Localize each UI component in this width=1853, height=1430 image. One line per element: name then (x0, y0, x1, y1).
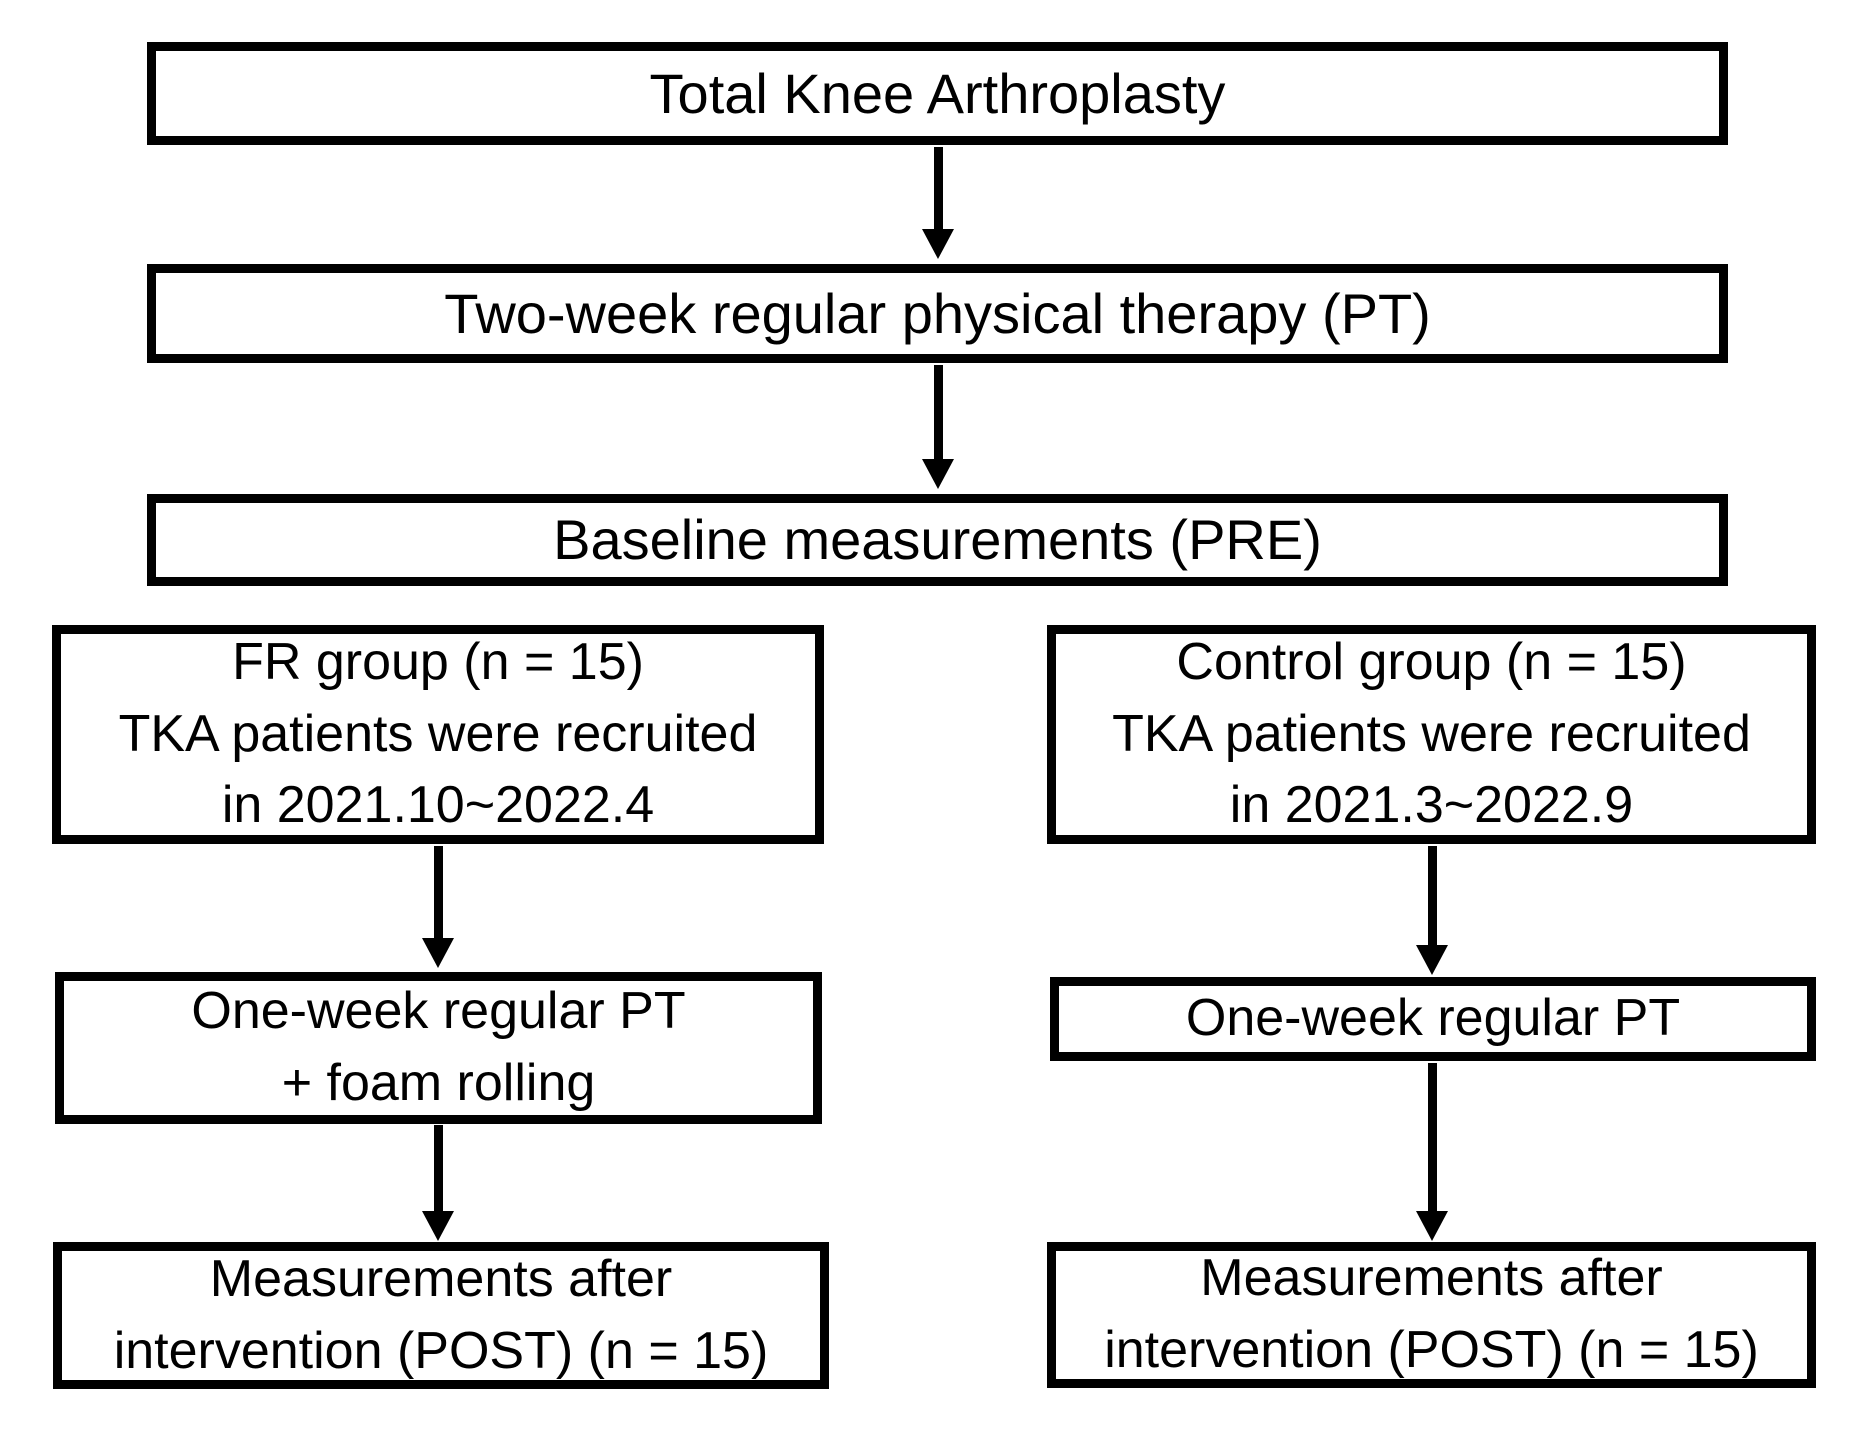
node-fr-intervention: One-week regular PT + foam rolling (55, 972, 822, 1124)
arrow-shaft (933, 147, 943, 229)
arrow-head (922, 459, 954, 489)
node-fr-post-measurements: Measurements after intervention (POST) (… (53, 1242, 829, 1389)
node-control-group: Control group (n = 15) TKA patients were… (1047, 625, 1816, 844)
arrow-shaft (1427, 1063, 1437, 1211)
node-label: in 2021.10~2022.4 (221, 776, 655, 835)
node-label: + foam rolling (281, 1054, 596, 1112)
arrow-head (1416, 945, 1448, 975)
node-label: Two-week regular physical therapy (PT) (444, 281, 1431, 345)
arrow-shaft (433, 846, 443, 938)
arrow-down-icon (1416, 846, 1448, 975)
arrow-down-icon (422, 1125, 454, 1241)
node-label: TKA patients were recruited (1112, 704, 1751, 763)
arrow-down-icon (922, 147, 954, 259)
node-label: intervention (POST) (n = 15) (113, 1321, 769, 1380)
node-fr-group: FR group (n = 15) TKA patients were recr… (52, 625, 824, 844)
node-label: FR group (n = 15) (232, 632, 644, 691)
node-two-week-regular-pt: Two-week regular physical therapy (PT) (147, 264, 1728, 363)
arrow-head (922, 229, 954, 259)
node-baseline-measurements-pre: Baseline measurements (PRE) (147, 494, 1728, 586)
node-label: One-week regular PT (1185, 989, 1681, 1048)
node-label: Control group (n = 15) (1176, 632, 1687, 691)
node-label: intervention (POST) (n = 15) (1104, 1321, 1759, 1379)
arrow-shaft (433, 1125, 443, 1211)
node-label: Total Knee Arthroplasty (649, 61, 1226, 125)
arrow-down-icon (1416, 1063, 1448, 1241)
arrow-down-icon (422, 846, 454, 968)
arrow-down-icon (922, 365, 954, 489)
arrow-shaft (1427, 846, 1437, 945)
node-label: Baseline measurements (PRE) (553, 508, 1322, 571)
node-label: Measurements after (209, 1249, 673, 1308)
arrow-head (422, 1211, 454, 1241)
arrow-head (422, 938, 454, 968)
arrow-head (1416, 1211, 1448, 1241)
node-label: TKA patients were recruited (118, 704, 758, 763)
node-label: One-week regular PT (191, 982, 686, 1041)
node-label: in 2021.3~2022.9 (1229, 776, 1634, 835)
node-label: Measurements after (1200, 1249, 1663, 1308)
node-control-post-measurements: Measurements after intervention (POST) (… (1047, 1242, 1816, 1388)
node-control-intervention: One-week regular PT (1050, 977, 1816, 1061)
node-total-knee-arthroplasty: Total Knee Arthroplasty (147, 42, 1728, 145)
arrow-shaft (933, 365, 943, 459)
